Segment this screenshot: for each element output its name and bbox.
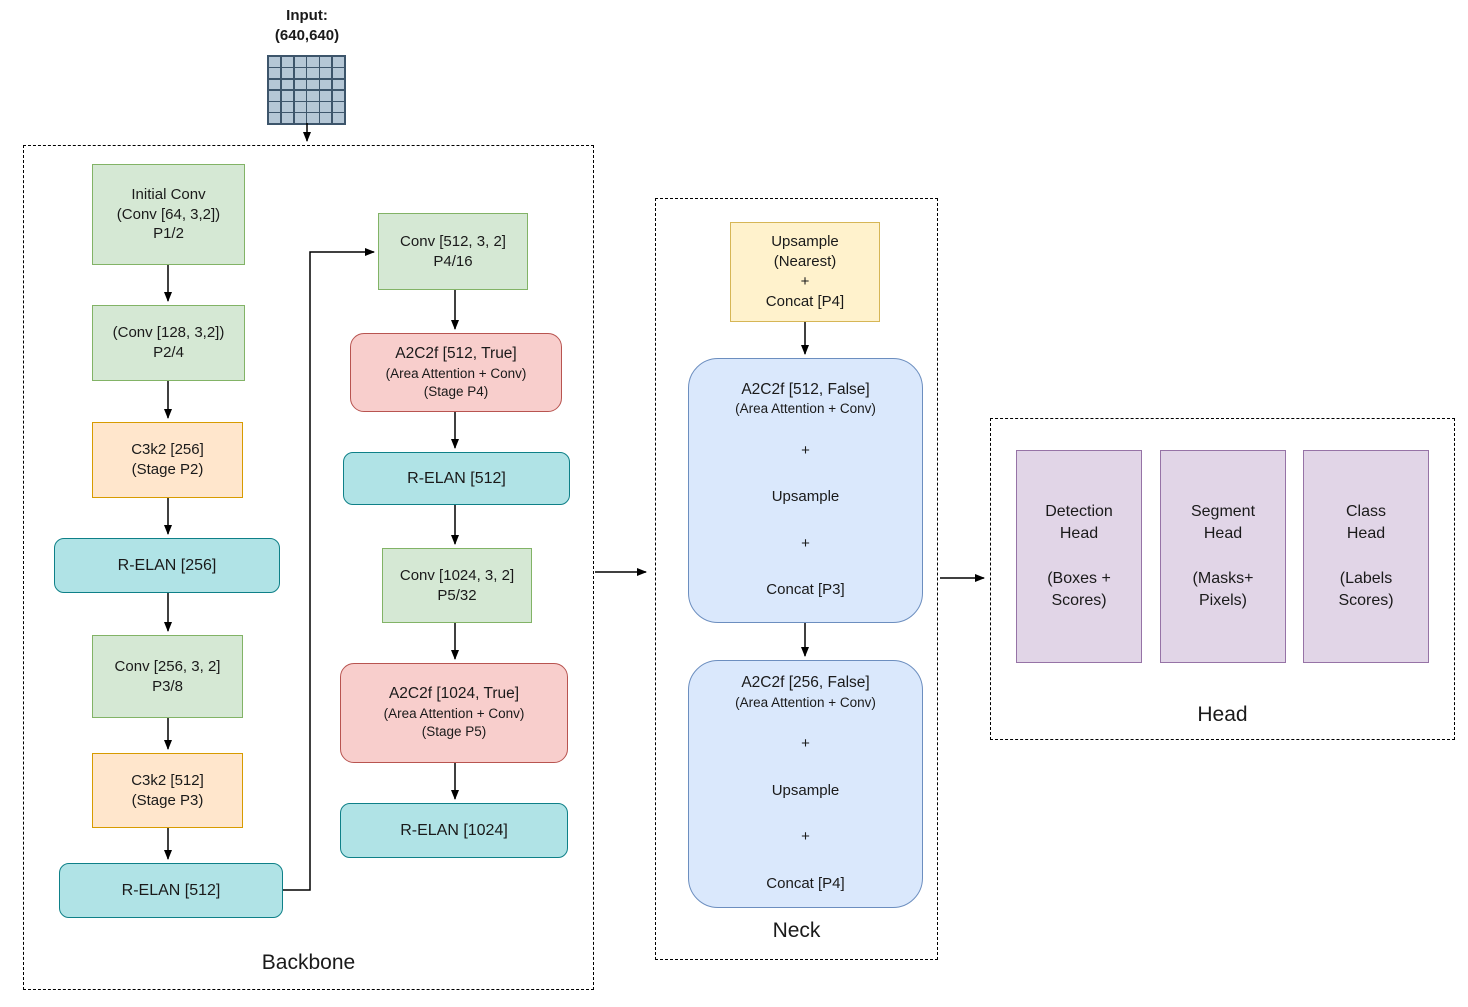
head-container: Head — [990, 418, 1455, 740]
block-conv-256: Conv [256, 3, 2] P3/8 — [92, 635, 243, 718]
block-segment-head: Segment Head (Masks+ Pixels) — [1160, 450, 1286, 663]
block-c3k2-256: C3k2 [256] (Stage P2) — [92, 422, 243, 498]
input-grid — [267, 55, 346, 125]
neck-label: Neck — [772, 919, 821, 942]
head-label: Head — [1197, 703, 1248, 726]
block-class-head: Class Head (Labels Scores) — [1303, 450, 1429, 663]
block-a2c2f-512-false: A2C2f [512, False] (Area Attention + Con… — [688, 358, 923, 623]
input-label: Input: (640,640) — [274, 7, 340, 44]
block-initial-conv: Initial Conv (Conv [64, 3,2]) P1/2 — [92, 164, 245, 265]
block-conv-512: Conv [512, 3, 2] P4/16 — [378, 213, 528, 290]
block-upsample-concat-p4: Upsample (Nearest) + Concat [P4] — [730, 222, 880, 322]
backbone-label: Backbone — [261, 951, 356, 974]
block-r-elan-512b: R-ELAN [512] — [343, 452, 570, 505]
block-conv-128: (Conv [128, 3,2]) P2/4 — [92, 305, 245, 381]
neck-container: Neck — [655, 198, 938, 960]
backbone-container: Backbone — [23, 145, 594, 990]
block-a2c2f-1024-true: A2C2f [1024, True] (Area Attention + Con… — [340, 663, 568, 763]
block-r-elan-1024: R-ELAN [1024] — [340, 803, 568, 858]
block-r-elan-256: R-ELAN [256] — [54, 538, 280, 593]
block-a2c2f-256-false: A2C2f [256, False] (Area Attention + Con… — [688, 660, 923, 908]
block-detection-head: Detection Head (Boxes + Scores) — [1016, 450, 1142, 663]
block-conv-1024: Conv [1024, 3, 2] P5/32 — [382, 548, 532, 623]
block-c3k2-512: C3k2 [512] (Stage P3) — [92, 753, 243, 828]
block-r-elan-512: R-ELAN [512] — [59, 863, 283, 918]
block-a2c2f-512-true: A2C2f [512, True] (Area Attention + Conv… — [350, 333, 562, 412]
